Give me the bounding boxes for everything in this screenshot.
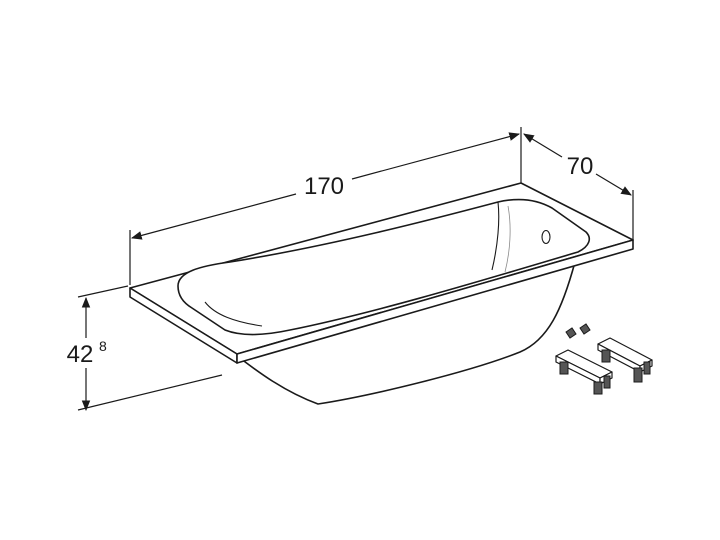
- bathtub-inner-opening: [177, 198, 591, 336]
- overflow-drain-icon: [541, 229, 551, 245]
- dimension-line-length-b: [351, 132, 521, 180]
- foot-leg-icon: [559, 361, 569, 375]
- support-feet: [555, 323, 653, 395]
- mounting-clip-icon: [579, 323, 591, 335]
- dimension-line-width-a: [523, 133, 563, 158]
- bathtub-rim-right-edge: [236, 239, 634, 364]
- bathtub-inner-wall-shade: [504, 205, 511, 273]
- dimension-height: 42 8: [67, 285, 223, 412]
- length-label: 170: [304, 173, 344, 200]
- bathtub-backrest-slope: [204, 301, 263, 327]
- dimension-width: 70: [523, 133, 634, 240]
- foot-leg-icon: [603, 375, 611, 389]
- height-label-superscript: 8: [99, 338, 107, 354]
- extension-line-height-bottom: [77, 374, 223, 411]
- height-label: 42: [67, 341, 94, 368]
- bathtub-basin-shell: [235, 253, 576, 405]
- extension-line-height-top: [77, 285, 129, 298]
- foot-leg-icon: [601, 349, 611, 363]
- foot-leg-icon: [643, 361, 651, 375]
- dimension-line-width-b: [595, 173, 632, 196]
- dimension-line-length-a: [130, 193, 297, 240]
- bathtub-inner-wall-right: [491, 201, 500, 271]
- bathtub-body: [129, 182, 634, 405]
- width-label: 70: [567, 153, 594, 180]
- foot-leg-icon: [593, 381, 603, 395]
- dimension-length: 170: [129, 127, 522, 285]
- mounting-clip-icon: [565, 327, 577, 339]
- foot-leg-icon: [633, 367, 643, 383]
